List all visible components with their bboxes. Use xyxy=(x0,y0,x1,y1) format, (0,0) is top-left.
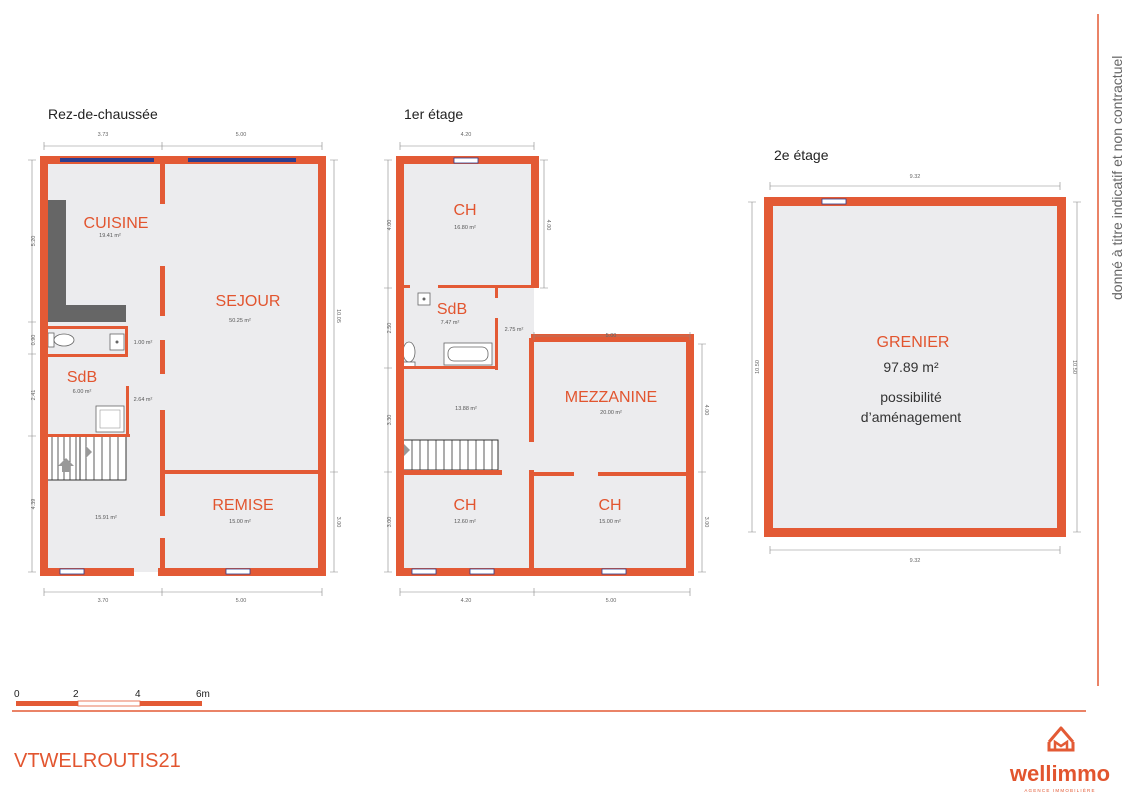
dim-bottom-1: 4.20 xyxy=(461,598,472,604)
first-floor-plan: 1er étage xyxy=(384,106,709,604)
kitchen-counter xyxy=(46,200,126,322)
dim-left-4: 4.39 xyxy=(31,499,37,510)
dim-bottom: 9.32 xyxy=(910,558,921,564)
dim-left-1: 4.00 xyxy=(387,220,393,231)
grenier-note-line-1: possibilité xyxy=(880,389,942,405)
room-label-ch-3: CH xyxy=(598,497,621,514)
room-area-ch-1: 16.80 m² xyxy=(454,225,476,231)
dim-top-2: 5.00 xyxy=(606,333,617,339)
room-label-ch-1: CH xyxy=(453,202,476,219)
room-label-sdb-first: SdB xyxy=(437,301,467,318)
grenier-note-line-2: d’aménagement xyxy=(861,409,962,425)
room-label-sejour: SEJOUR xyxy=(216,293,281,310)
dim-left-4: 3.00 xyxy=(387,517,393,528)
second-floor-plan: 2e étage GRENIER 97.89 m² possibilité d’… xyxy=(748,147,1081,564)
washbasin-icon xyxy=(417,292,431,306)
ground-floor-windows xyxy=(59,158,296,575)
dim-left: 10.50 xyxy=(755,360,761,374)
wellimmo-logo: wellimmo AGENCE IMMOBILIÈRE xyxy=(1009,726,1110,793)
room-area-sdb-ground: 6.00 m² xyxy=(73,389,92,395)
dim-left-3: 3.30 xyxy=(387,415,393,426)
second-floor-surface xyxy=(770,202,1060,532)
second-floor-dimension-lines xyxy=(748,182,1081,554)
area-hall-first: 13.88 m² xyxy=(455,406,477,412)
room-area-ch-2: 12.60 m² xyxy=(454,519,476,525)
dim-right-2: 4.00 xyxy=(703,405,709,416)
listing-reference: VTWELROUTIS21 xyxy=(14,750,181,772)
room-label-grenier: GRENIER xyxy=(877,334,950,351)
ground-floor-dimension-lines xyxy=(28,142,338,596)
brand-tagline: AGENCE IMMOBILIÈRE xyxy=(1024,787,1095,793)
first-floor-windows xyxy=(411,157,627,575)
shower-icon xyxy=(95,405,125,433)
second-floor-title: 2e étage xyxy=(774,147,829,163)
second-floor-walls xyxy=(764,197,1066,537)
room-area-ch-3: 15.00 m² xyxy=(599,519,621,525)
staircase-icon xyxy=(45,435,127,481)
dim-left-2: 2.50 xyxy=(387,323,393,334)
dim-top: 9.32 xyxy=(910,174,921,180)
dim-right-3: 3.00 xyxy=(703,517,709,528)
room-area-mezzanine: 20.00 m² xyxy=(600,410,622,416)
dim-top-2: 5.00 xyxy=(236,132,247,138)
dim-right-2: 3.00 xyxy=(335,517,341,528)
scale-label-2: 2 xyxy=(73,689,79,700)
dim-left-1: 5.20 xyxy=(31,236,37,247)
room-area-cuisine: 19.41 m² xyxy=(99,233,121,239)
toilet-icon xyxy=(47,332,75,348)
dim-left-2: 0.90 xyxy=(31,335,37,346)
room-area-remise: 15.00 m² xyxy=(229,519,251,525)
ground-floor-title: Rez-de-chaussée xyxy=(48,106,158,122)
room-area-sdb-first: 7.47 m² xyxy=(441,320,460,326)
house-logo-icon xyxy=(1047,726,1075,743)
area-landing: 2.75 m² xyxy=(505,327,524,333)
room-area-grenier: 97.89 m² xyxy=(883,359,939,375)
ground-floor-plan: Rez-de-chaussée xyxy=(28,106,341,604)
dim-bottom-2: 5.00 xyxy=(606,598,617,604)
dim-bottom-2: 5.00 xyxy=(236,598,247,604)
attic-window xyxy=(821,198,847,205)
scale-label-0: 0 xyxy=(14,689,20,700)
disclaimer-text: donné à titre indicatif et non contractu… xyxy=(1109,56,1125,300)
brand-name: wellimmo xyxy=(1009,761,1110,786)
area-entry: 15.91 m² xyxy=(95,515,117,521)
washbasin-icon xyxy=(109,333,125,351)
room-label-sdb-ground: SdB xyxy=(67,369,97,386)
room-label-cuisine: CUISINE xyxy=(84,215,149,232)
ground-floor-surface xyxy=(44,160,322,572)
first-floor-dimension-lines xyxy=(384,142,706,596)
dim-top-1: 3.73 xyxy=(98,132,109,138)
first-floor-title: 1er étage xyxy=(404,106,463,122)
dim-top-1: 4.20 xyxy=(461,132,472,138)
dim-right-1: 4.00 xyxy=(545,220,551,231)
dim-left-3: 2.41 xyxy=(31,390,37,401)
staircase-icon xyxy=(401,439,499,471)
room-area-sejour: 50.25 m² xyxy=(229,318,251,324)
room-label-mezzanine: MEZZANINE xyxy=(565,389,657,406)
toilet-icon xyxy=(402,341,416,368)
dim-bottom-1: 3.70 xyxy=(98,598,109,604)
dim-right: 10.50 xyxy=(1071,360,1077,374)
bathtub-icon xyxy=(443,342,493,366)
first-floor-surface-right xyxy=(534,338,690,572)
room-label-remise: REMISE xyxy=(212,497,273,514)
scale-label-4: 4 xyxy=(135,689,141,700)
scale-label-6: 6m xyxy=(196,689,210,700)
scale-bar: 0 2 4 6m xyxy=(14,689,210,707)
room-label-ch-2: CH xyxy=(453,497,476,514)
area-hall: 2.64 m² xyxy=(134,397,153,403)
dim-right-1: 10.05 xyxy=(335,309,341,323)
area-wc: 1.00 m² xyxy=(134,340,153,346)
